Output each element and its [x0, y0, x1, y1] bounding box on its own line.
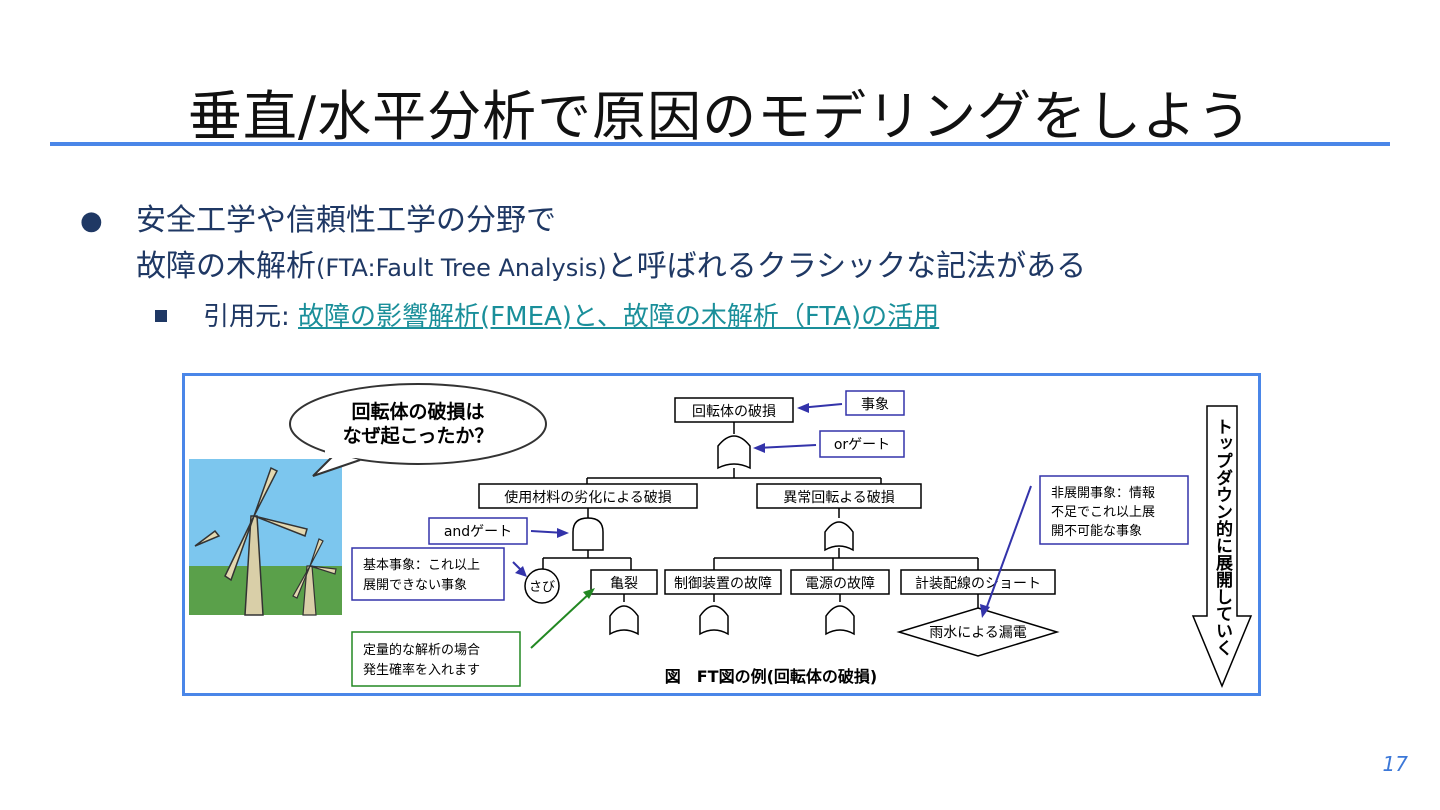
and-gate [572, 517, 604, 551]
node-rust-circle [524, 568, 560, 604]
note-event: 事象 [861, 397, 889, 413]
lower-gates [609, 594, 1060, 657]
node-crack-box [590, 569, 658, 595]
note-basic-2: 展開できない事象 [363, 578, 467, 593]
node-control: 制御装置の故障 [674, 576, 772, 592]
figure-caption: 図 FT図の例(回転体の破損) [665, 667, 877, 686]
bullet-line-1: 安全工学や信頼性工学の分野で [136, 203, 556, 238]
arrow-text: トップダウン的に展開していく [1212, 418, 1233, 656]
node-material: 使用材料の劣化による破損 [504, 489, 672, 506]
source-link[interactable]: 故障の影響解析(FMEA)と、故障の木解析（FTA)の活用 [298, 302, 940, 332]
note-quant-1: 定量的な解析の場合 [363, 642, 480, 658]
bullet-line-2: 故障の木解析(FTA:Fault Tree Analysis)と呼ばれるクラシッ… [136, 244, 1086, 291]
bullet-text: 安全工学や信頼性工学の分野で 故障の木解析(FTA:Fault Tree Ana… [136, 198, 1086, 291]
source-prefix: 引用元: [203, 302, 299, 332]
node-rain-diamond [896, 607, 1060, 657]
node-power-box [790, 569, 890, 595]
or-gate-2 [824, 521, 854, 552]
top-down-arrow [1191, 405, 1253, 688]
fault-tree-figure: 回転体の破損は なぜ起こったか？ 回転体の破損 事象 orゲート 使用材料の劣化… [182, 373, 1261, 696]
note-quant-box [351, 631, 521, 687]
bubble-line-2: なぜ起こったか？ [343, 425, 494, 447]
node-crack: 亀裂 [610, 576, 638, 592]
note-undev-2: 不足でこれ以上展 [1051, 505, 1155, 520]
bullet-square [155, 309, 167, 322]
note-undev-3: 開不可能な事象 [1051, 524, 1142, 539]
node-abnormal-box [756, 483, 922, 509]
bullet-line-2-b: (FTA:Fault Tree Analysis) [316, 254, 607, 282]
top-event-box [674, 397, 794, 423]
note-and-gate: andゲート [444, 524, 512, 540]
slide-title: 垂直/水平分析で原因のモデリングをしよう [187, 85, 1253, 148]
node-material-box [478, 483, 698, 509]
node-abnormal: 異常回転よる破損 [783, 490, 895, 506]
note-event-box [845, 390, 905, 416]
bullet-source: 引用元: 故障の影響解析(FMEA)と、故障の木解析（FTA)の活用 [155, 296, 939, 333]
bullet-line-2-a: 故障の木解析 [136, 249, 316, 284]
note-or-gate-box [819, 430, 905, 458]
bubble-line-1: 回転体の破損は [351, 400, 484, 423]
or-gate-top [717, 435, 751, 470]
note-and-gate-box [428, 517, 528, 545]
note-basic-1: 基本事象：これ以上 [363, 558, 480, 573]
title-underline [50, 142, 1390, 146]
node-wiring-box [900, 569, 1056, 595]
note-basic-box [351, 547, 505, 601]
bullet-line-2-c: と呼ばれるクラシックな記法がある [606, 249, 1087, 284]
page-number: 17 [1382, 752, 1408, 776]
note-undev-1: 非展開事象：情報 [1051, 486, 1155, 501]
wind-turbine-image [189, 459, 342, 616]
note-or-gate: orゲート [834, 437, 890, 453]
fault-tree-diagram: 回転体の破損は なぜ起こったか？ 回転体の破損 事象 orゲート 使用材料の劣化… [189, 383, 1253, 688]
note-undev-box [1039, 475, 1189, 545]
top-event-label: 回転体の破損 [692, 404, 776, 420]
grass [189, 566, 342, 615]
speech-bubble: 回転体の破損は なぜ起こったか？ [289, 383, 547, 477]
note-quant-2: 発生確率を入れます [363, 662, 480, 678]
node-power: 電源の故障 [805, 576, 875, 592]
node-control-box [664, 569, 782, 595]
bullet-dot: ● [80, 206, 103, 236]
node-rain: 雨水による漏電 [929, 625, 1027, 641]
node-rust: さび [529, 580, 555, 595]
node-wiring: 計装配線のショート [915, 576, 1041, 592]
